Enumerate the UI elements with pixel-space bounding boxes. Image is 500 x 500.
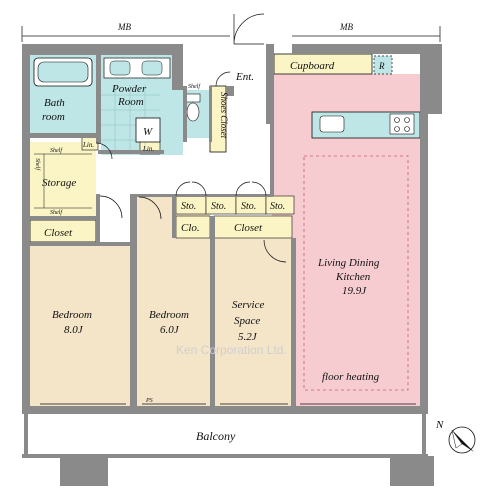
bedroom1-floor [30,242,130,406]
sto-1-label: Sto. [181,201,196,212]
sto-3-label: Sto. [241,201,256,212]
balcony-label: Balcony [196,429,236,443]
ldk-label-line3: 19.9J [342,285,367,297]
service-space-label-line3: 5.2J [238,331,258,343]
closet-left-label: Closet [44,227,73,239]
entrance-label: Ent. [235,71,254,83]
linen-2-label: Lin. [142,145,154,153]
service-space-floor [215,238,291,406]
sto-4-label: Sto. [270,201,285,212]
toilet [185,93,201,122]
floor-heating-label: floor heating [322,371,380,383]
closet-middle-label: Closet [234,222,263,234]
door-swings [95,13,287,263]
ldk-label-line2: Kitchen [335,271,371,283]
vanity [103,57,171,79]
bedroom2-label-line2: 6.0J [160,324,180,336]
shoes-closet-label: Shoes Closet [219,92,229,139]
walls [22,44,442,486]
storage-shelf-side-label: Shelf [34,158,41,171]
hall-floor [98,150,272,194]
cupboard-label: Cupboard [290,60,335,72]
storage-shelves [34,153,92,209]
powder-room-label-line1: Powder [111,83,147,95]
refrigerator-label: R [378,61,385,71]
refrigerator-spot [373,55,393,75]
service-space-label-line1: Service [232,299,264,311]
storage-shelf-top-label: Shelf [50,147,63,154]
washer: W [135,117,161,143]
storage-floor [30,142,96,218]
shelf-powder-label: Shelf [188,83,201,90]
linen-1-label: Lin. [82,141,94,149]
bedroom1-label-line1: Bedroom [52,309,92,321]
watermark: Ken Corporation Ltd. [176,343,287,357]
bathtub [33,57,93,87]
floor-heating-area [303,155,409,391]
bedroom2-label-line1: Bedroom [149,309,189,321]
ps-label: PS [145,398,153,404]
bathroom-label-line1: Bath [44,97,65,109]
kitchen-counter [311,111,421,139]
ldk-label-line1: Living Dining [317,257,380,269]
north-arrow-icon: N [435,419,476,454]
sto-2-label: Sto. [211,201,226,212]
bedroom1-label-line2: 8.0J [64,324,84,336]
storage-label: Storage [42,177,76,189]
clo-label: Clo. [181,222,200,234]
storage-shelf-bottom-label: Shelf [50,209,63,216]
service-space-label-line2: Space [234,315,260,327]
powder-room-label-line2: Room [117,96,144,108]
mb-label-right: MB [339,22,353,32]
washer-label: W [143,126,153,138]
mb-label-left: MB [117,22,131,32]
mb-area: MB MB [21,22,441,42]
north-label: N [435,419,444,431]
sto-4 [265,195,295,215]
bathroom-label-line2: room [42,111,65,123]
